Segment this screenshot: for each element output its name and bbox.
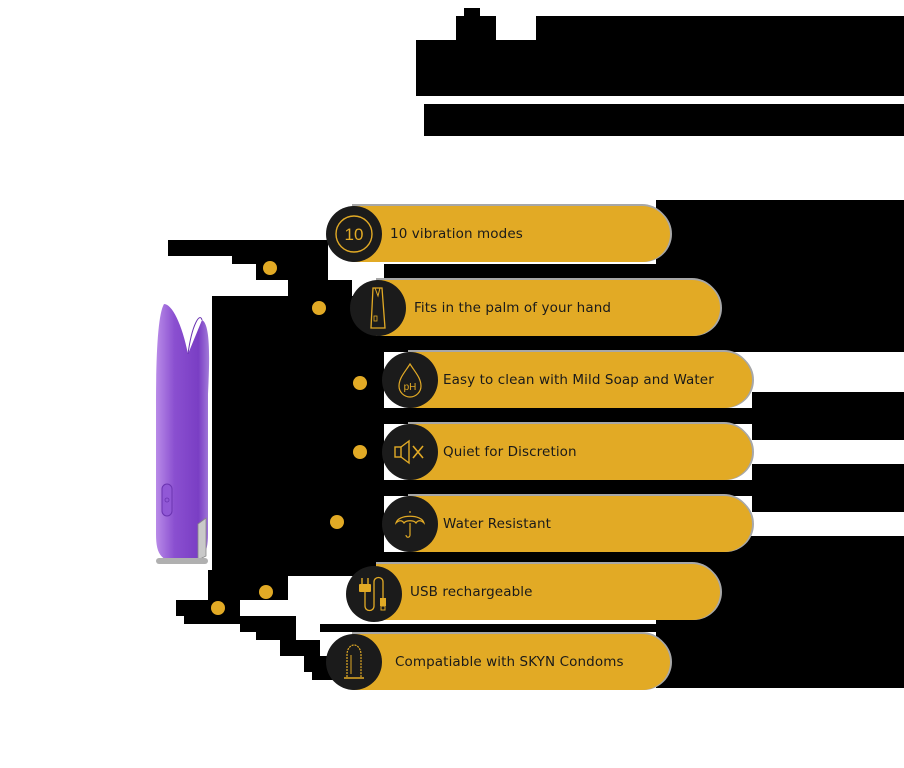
- feature-label: USB rechargeable: [410, 584, 533, 600]
- feature-label: Easy to clean with Mild Soap and Water: [443, 372, 714, 388]
- badge-text: pH: [404, 382, 417, 393]
- feature-label: Fits in the palm of your hand: [414, 300, 612, 316]
- speaker-mute-icon: [382, 424, 438, 480]
- number-10-icon: 10: [326, 206, 382, 262]
- feature-pill: Compatiable with SKYN Condoms: [352, 634, 670, 690]
- bottom-connector-4: [240, 616, 296, 632]
- feature-pill: Quiet for Discretion: [408, 424, 752, 480]
- header-tagline-block: [424, 104, 904, 136]
- connector-dot-1: [263, 261, 277, 275]
- connector-block-2: [288, 280, 352, 296]
- feature-pill: Fits in the palm of your hand: [376, 280, 720, 336]
- feature-pill: 10 vibration modes: [352, 206, 670, 262]
- header-logo-top: [456, 16, 496, 40]
- condom-icon: [326, 634, 382, 690]
- header-brand-block: [536, 16, 904, 96]
- bottom-connector-6: [280, 640, 320, 656]
- connector-dot-2: [312, 301, 326, 315]
- row-gap-2: [352, 408, 752, 424]
- bottom-connector-3: [184, 616, 240, 624]
- bottom-connector-5: [256, 632, 296, 640]
- connector-dot-3: [353, 376, 367, 390]
- right-mask-2: [752, 392, 904, 440]
- bottom-connector-1: [176, 600, 240, 616]
- usb-plug-cable-icon: [346, 566, 402, 622]
- ph-droplet-icon: pH: [382, 352, 438, 408]
- hand-size-device-icon: [350, 280, 406, 336]
- right-mask-3: [752, 464, 904, 512]
- header-logo-block: [416, 40, 536, 96]
- purple-vibrator-image: [152, 294, 212, 570]
- feature-pill: Easy to clean with Mild Soap and Water: [408, 352, 752, 408]
- mid-mask-rows: [384, 264, 664, 280]
- row-gap-1: [352, 336, 752, 352]
- row-gap-3: [352, 480, 752, 496]
- connector-dot-6: [259, 585, 273, 599]
- badge-text: 10: [345, 225, 364, 244]
- bottom-connector-2: [208, 576, 288, 600]
- connector-dot-7: [211, 601, 225, 615]
- feature-label: Water Resistant: [443, 516, 552, 532]
- connector-dot-5: [330, 515, 344, 529]
- connector-bar-1: [168, 240, 328, 256]
- feature-pill: Water Resistant: [408, 496, 752, 552]
- umbrella-icon: [382, 496, 438, 552]
- connector-dot-4: [353, 445, 367, 459]
- header-logo-tip: [464, 8, 480, 16]
- feature-pill: USB rechargeable: [376, 564, 720, 620]
- row-gap-5: [320, 624, 720, 632]
- feature-label: Quiet for Discretion: [443, 444, 577, 460]
- feature-label: 10 vibration modes: [390, 226, 523, 242]
- feature-label: Compatiable with SKYN Condoms: [395, 654, 624, 670]
